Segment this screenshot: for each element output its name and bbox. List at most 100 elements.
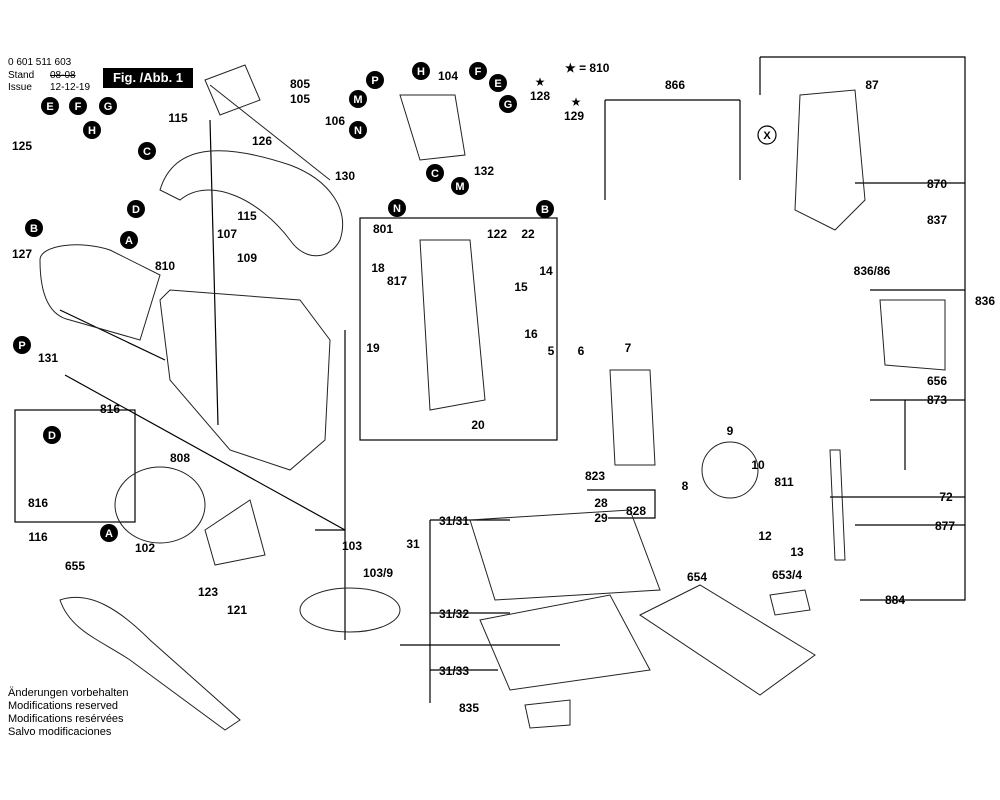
label-103: 103: [342, 539, 362, 553]
label-866: 866: [665, 78, 685, 92]
connector-C: C: [138, 142, 156, 160]
fan-shroud-123: [204, 499, 266, 566]
label-31: 31: [406, 537, 420, 551]
label-29: 29: [594, 511, 608, 525]
connector-B: B: [25, 219, 43, 237]
svg-text:M: M: [353, 94, 362, 106]
label-5: 5: [548, 344, 555, 358]
label-884: 884: [885, 593, 905, 607]
label-20: 20: [471, 418, 485, 432]
connector-C2: C: [426, 164, 444, 182]
connector-D2: D: [43, 426, 61, 444]
svg-text:X: X: [763, 130, 771, 142]
connector-F2: F: [469, 62, 487, 80]
dust-hose-655: [59, 596, 241, 731]
label-107: 107: [217, 227, 237, 241]
label-15: 15: [514, 280, 528, 294]
label-106: 106: [325, 114, 345, 128]
figure-label: Fig. /Abb. 1: [103, 68, 193, 88]
connector-A: A: [120, 231, 138, 249]
label-805: 805: [290, 77, 310, 91]
svg-text:C: C: [431, 168, 439, 180]
label-125: 125: [12, 139, 32, 153]
label-8: 8: [682, 479, 689, 493]
field-coil-102: [114, 466, 206, 544]
svg-text:P: P: [18, 340, 25, 352]
label-31-32: 31/32: [439, 607, 469, 621]
svg-text:F: F: [475, 66, 482, 78]
footer-note: Modifications resérvées: [8, 713, 124, 725]
label-835: 835: [459, 701, 479, 715]
issue-label: Issue: [8, 82, 32, 93]
star-legend: ★ = 810: [565, 61, 610, 75]
connector-P2: P: [13, 336, 31, 354]
footer-note: Modifications reserved: [8, 700, 119, 712]
gear-9: [701, 441, 759, 499]
svg-text:N: N: [393, 203, 401, 215]
label-836: 836: [975, 294, 995, 308]
label-653-4: 653/4: [772, 568, 802, 582]
label-14: 14: [539, 264, 553, 278]
plug-105: [204, 64, 261, 116]
stand-label: Stand: [8, 70, 35, 81]
connector-D: D: [127, 200, 145, 218]
label-31-31: 31/31: [439, 514, 469, 528]
label-823: 823: [585, 469, 605, 483]
label-816a: 816: [100, 402, 120, 416]
label-654: 654: [687, 570, 707, 584]
footer-note: Änderungen vorbehalten: [8, 687, 129, 699]
label-656: 656: [927, 374, 947, 388]
label-12: 12: [758, 529, 772, 543]
switch-104: [399, 94, 466, 161]
stand-date: 08-08: [50, 70, 76, 81]
label-6: 6: [578, 344, 585, 358]
svg-text:B: B: [541, 204, 549, 216]
housing-810: [159, 289, 331, 471]
label-817: 817: [387, 274, 407, 288]
label-837: 837: [927, 213, 947, 227]
issue-date: 12-12-19: [50, 82, 91, 93]
label-836-86: 836/86: [854, 264, 891, 278]
svg-text:D: D: [48, 430, 56, 442]
connector-M2: M: [451, 177, 469, 195]
star-icon: ★: [571, 95, 582, 109]
connector-H2: H: [412, 62, 430, 80]
label-116: 116: [28, 530, 48, 544]
label-121: 121: [227, 603, 247, 617]
svg-text:F: F: [75, 101, 82, 113]
label-87: 87: [865, 78, 879, 92]
base-plate-31-32: [479, 594, 651, 691]
connector-F: F: [69, 97, 87, 115]
label-801: 801: [373, 222, 393, 236]
connector-N2: N: [388, 199, 406, 217]
label-130: 130: [335, 169, 355, 183]
connector-G2: G: [499, 95, 517, 113]
motor-housing-127: [39, 244, 161, 341]
label-31-33: 31/33: [439, 664, 469, 678]
label-109: 109: [237, 251, 257, 265]
svg-text:A: A: [105, 528, 113, 540]
svg-text:N: N: [354, 125, 362, 137]
shoe-835: [524, 699, 571, 729]
connector-E2: E: [489, 74, 507, 92]
label-19: 19: [366, 341, 380, 355]
connector-P: P: [366, 71, 384, 89]
label-131: 131: [38, 351, 58, 365]
frame-816-group: [14, 409, 136, 523]
armature-103: [299, 587, 401, 633]
label-873: 873: [927, 393, 947, 407]
connector-A2: A: [100, 524, 118, 542]
label-126: 126: [252, 134, 272, 148]
label-102: 102: [135, 541, 155, 555]
roller-653-4: [769, 589, 811, 616]
label-655: 655: [65, 559, 85, 573]
star-icon: ★: [535, 75, 546, 89]
label-128: 128: [530, 89, 550, 103]
connector-M: M: [349, 90, 367, 108]
connector-H: H: [83, 121, 101, 139]
label-870: 870: [927, 177, 947, 191]
label-9: 9: [727, 424, 734, 438]
guide-656: [879, 299, 946, 371]
motor-assembly-836: [794, 89, 866, 231]
